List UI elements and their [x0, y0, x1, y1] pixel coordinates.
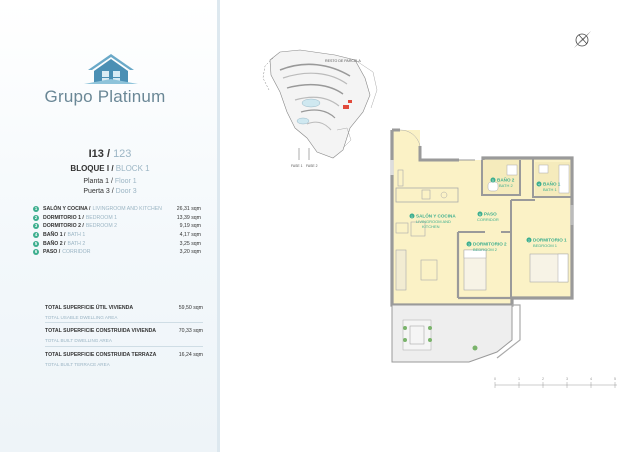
unit-code-label: I13 [88, 148, 104, 160]
scale-tick: 1 [518, 377, 520, 381]
plan-label-alt: LIVINGROOM AND [416, 219, 451, 224]
plan-label-number: 5 [492, 178, 494, 182]
room-name: PASO / [43, 249, 61, 256]
total-label: TOTAL SUPERFICIE CONSTRUIDA VIVIENDA [45, 328, 157, 334]
room-number: 3 [33, 223, 39, 230]
total-built: TOTAL SUPERFICIE CONSTRUIDA VIVIENDA 70,3… [45, 328, 203, 343]
floor-info: Planta 1 / Floor 1 [83, 178, 137, 185]
room-alt: LIVINGROOM AND KITCHEN [92, 206, 162, 213]
plan-label-bath1: 4 BAÑO 1 BATH 1 [536, 180, 561, 192]
plan-label-name: DORMITORIO 1 [533, 237, 567, 242]
scale-tick: 2 [542, 377, 544, 381]
total-value: 16,24 sqm [178, 352, 203, 358]
total-alt: TOTAL BUILT DWELLING AREA [45, 338, 112, 343]
divider [45, 322, 203, 323]
room-number: 2 [33, 214, 39, 221]
room-alt: BEDROOM 2 [85, 223, 117, 230]
scale-tick: 4 [590, 377, 592, 381]
floor-plan: 1 SALÓN Y COCINA LIVINGROOM AND KITCHEN … [390, 128, 574, 363]
room-name: BAÑO 1 / [43, 232, 66, 239]
room-number: 4 [33, 232, 39, 239]
room-area: 13,39 sqm [176, 214, 201, 221]
door-label: Puerta 3 [83, 188, 110, 195]
block-info: BLOQUE I / BLOCK 1 [70, 164, 150, 173]
room-area: 26,31 sqm [176, 206, 201, 213]
scale-tick: 0 [494, 377, 496, 381]
plan-label-alt: BATH 1 [543, 187, 557, 192]
brand-name: Grupo Platinum [44, 87, 166, 106]
house-logo-icon [84, 54, 138, 84]
room-row: 3 DORMITORIO 2 /BEDROOM 2 9,19 sqm [33, 222, 201, 231]
room-alt: CORRIDOR [62, 249, 91, 256]
plan-label-number: 1 [411, 214, 413, 218]
sidebar-edge [217, 0, 220, 452]
unit-code: I13 / 123 [88, 148, 132, 160]
compass-icon [574, 31, 591, 48]
door-info: Puerta 3 / Door 3 [83, 188, 137, 195]
plan-label-alt: BATH 2 [499, 183, 513, 188]
plan-area: RESTO DE PARCELA FASE 1 FASE 2 [225, 0, 640, 452]
plan-label-bath2: 5 BAÑO 2 BATH 2 [490, 176, 515, 188]
room-row: 6 PASO /CORRIDOR 3,20 sqm [33, 248, 201, 257]
plan-label-number: 6 [479, 212, 481, 216]
plan-label-name: BAÑO 2 [497, 176, 515, 182]
plan-label-alt: BEDROOM 2 [473, 247, 498, 252]
room-area: 3,25 sqm [179, 240, 201, 247]
room-name: DORMITORIO 2 / [43, 223, 84, 230]
scale-tick: 5 [614, 377, 616, 381]
plan-label-number: 3 [468, 242, 470, 246]
room-name: BAÑO 2 / [43, 240, 66, 247]
site-plan: RESTO DE PARCELA FASE 1 FASE 2 [262, 49, 378, 168]
site-plan-label: RESTO DE PARCELA [325, 59, 361, 63]
room-area: 4,17 sqm [179, 232, 201, 239]
divider [45, 346, 203, 347]
plan-label-name: BAÑO 1 [543, 180, 561, 186]
plan-label-alt: CORRIDOR [477, 217, 499, 222]
floor-label: Planta 1 [83, 178, 110, 185]
room-number: 1 [33, 206, 39, 213]
plan-label-number: 4 [538, 182, 540, 186]
plan-label-alt: BEDROOM 1 [533, 243, 558, 248]
plan-label-name: SALÓN Y COCINA [416, 211, 456, 218]
room-row: 4 BAÑO 1 /BATH 1 4,17 sqm [33, 231, 201, 240]
room-name: SALÓN Y COCINA / [43, 206, 91, 213]
total-label: TOTAL SUPERFICIE ÚTIL VIVIENDA [45, 305, 134, 311]
plan-label-number: 2 [528, 238, 530, 242]
room-name: DORMITORIO 1 / [43, 214, 84, 221]
room-number: 5 [33, 240, 39, 247]
plan-label-name: PASO [484, 211, 497, 216]
plan-label-bed1: 2 DORMITORIO 1 BEDROOM 1 [526, 237, 567, 248]
scale-tick: 3 [566, 377, 568, 381]
plan-label-corridor: 6 PASO CORRIDOR [477, 211, 499, 222]
room-area: 3,20 sqm [179, 249, 201, 256]
room-alt: BATH 1 [67, 232, 86, 239]
plan-label-bed2: 3 DORMITORIO 2 BEDROOM 2 [466, 241, 507, 252]
total-label: TOTAL SUPERFICIE CONSTRUIDA TERRAZA [45, 352, 157, 358]
room-row: 1 SALÓN Y COCINA /LIVINGROOM AND KITCHEN 2… [33, 205, 201, 214]
plan-label-alt: KITCHEN [422, 224, 440, 229]
scale-bar: 0 1 2 3 4 5 [494, 377, 617, 388]
plan-label-living: 1 SALÓN Y COCINA LIVINGROOM AND KITCHEN [409, 211, 456, 229]
block-label: BLOQUE I [70, 164, 110, 173]
total-value: 70,33 sqm [178, 328, 203, 334]
fase-2-label: FASE 2 [306, 164, 318, 168]
plan-label-name: DORMITORIO 2 [473, 241, 507, 246]
room-alt: BEDROOM 1 [85, 214, 117, 221]
total-value: 59,50 sqm [178, 305, 203, 311]
block-alt: BLOCK 1 [115, 164, 150, 173]
unit-code-alt: 123 [113, 148, 132, 160]
total-alt: TOTAL BUILT TERRACE AREA [45, 362, 110, 367]
room-row: 5 BAÑO 2 /BATH 2 3,25 sqm [33, 239, 201, 248]
room-alt: BATH 2 [67, 240, 86, 247]
door-alt: Door 3 [115, 188, 137, 195]
fase-1-label: FASE 1 [291, 164, 303, 168]
room-row: 2 DORMITORIO 1 /BEDROOM 1 13,39 sqm [33, 214, 201, 223]
total-terrace: TOTAL SUPERFICIE CONSTRUIDA TERRAZA 16,24… [45, 352, 203, 367]
total-alt: TOTAL USABLE DWELLING AREA [45, 315, 118, 320]
room-number: 6 [33, 249, 39, 256]
room-area: 9,19 sqm [179, 223, 201, 230]
floor-alt: Floor 1 [114, 178, 137, 185]
